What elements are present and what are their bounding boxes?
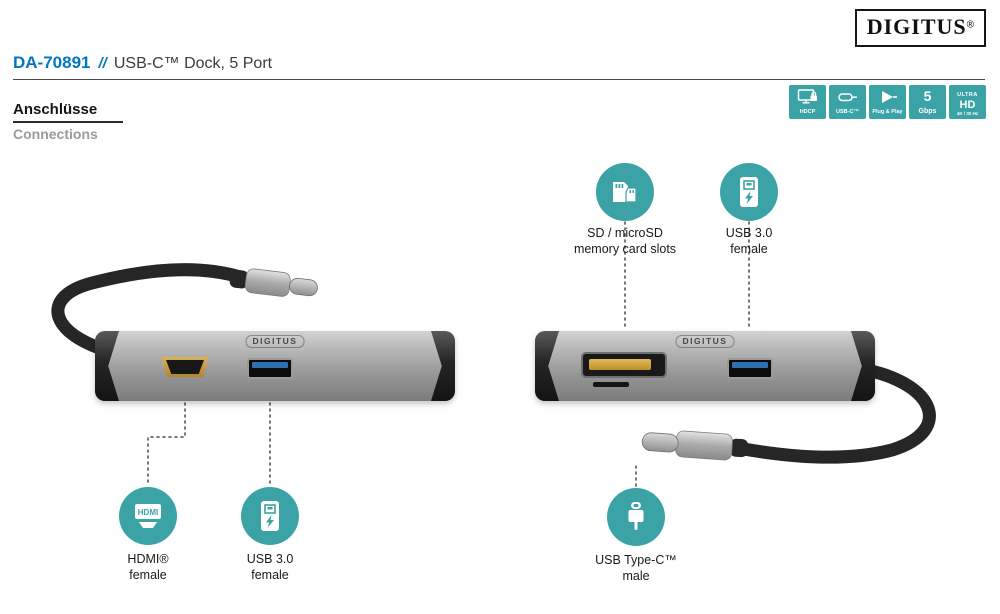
badge-value-top: ULTRA bbox=[957, 91, 978, 98]
feature-badges: HDCP USB-C™ Plug & Play 5 bbox=[789, 85, 986, 119]
end-cap bbox=[535, 331, 559, 401]
title-separator: // bbox=[98, 55, 107, 72]
callout-usb-c-male bbox=[607, 488, 665, 546]
sd-card-edge bbox=[589, 359, 651, 370]
badge-label: HDCP bbox=[799, 109, 816, 116]
title-divider bbox=[13, 79, 985, 80]
etched-brand-logo: DIGITUS bbox=[245, 335, 305, 348]
badge-label: Plug & Play bbox=[872, 109, 903, 116]
badge-value-mid: HD bbox=[959, 98, 976, 111]
usb3-port bbox=[727, 358, 773, 379]
callout-label-usb-c-male: USB Type-C™ male bbox=[595, 553, 677, 584]
end-cap bbox=[851, 331, 875, 401]
usb-c-connector-left bbox=[229, 268, 318, 297]
usb-c-plug-side-icon bbox=[837, 85, 859, 109]
section-heading-en: Connections bbox=[13, 126, 98, 142]
badge-5gbps: 5 Gbps bbox=[909, 85, 946, 119]
svg-text:HDMI: HDMI bbox=[138, 508, 158, 517]
callout-label-usb3-female-right: USB 3.0 female bbox=[725, 226, 773, 257]
product-name: USB-C™ Dock, 5 Port bbox=[113, 55, 273, 72]
usb3-port bbox=[247, 358, 293, 379]
dock-photo-left: DIGITUS bbox=[95, 331, 455, 401]
usb3-port-icon bbox=[740, 177, 758, 207]
sd-card-slot bbox=[581, 352, 667, 378]
registered-mark: ® bbox=[966, 19, 974, 31]
callout-label-usb3-female-left: USB 3.0 female bbox=[246, 552, 294, 583]
hdmi-port-opening bbox=[166, 360, 204, 374]
hdmi-female-icon: HDMI bbox=[135, 504, 161, 528]
section-heading-de: Anschlüsse bbox=[13, 101, 124, 123]
callout-usb3-female-right bbox=[720, 163, 778, 221]
badge-ultra-hd: ULTRA HD 4K / 30 Hz bbox=[949, 85, 986, 119]
leader-hdmi bbox=[147, 402, 186, 486]
callout-hdmi-female: HDMI bbox=[119, 487, 177, 545]
product-code: DA-70891 bbox=[13, 53, 91, 72]
usb-c-connector-icon bbox=[628, 502, 644, 530]
brand-name: DIGITUS bbox=[866, 14, 967, 39]
hdmi-port bbox=[161, 357, 209, 377]
usb-tongue bbox=[732, 362, 768, 368]
microsd-card-slot bbox=[593, 382, 629, 387]
callout-usb3-female-left bbox=[241, 487, 299, 545]
badge-label: Gbps bbox=[918, 107, 937, 115]
badge-value: 5 bbox=[923, 88, 932, 105]
badge-usb-c: USB-C™ bbox=[829, 85, 866, 119]
play-arrow-icon bbox=[878, 85, 898, 109]
usb3-port-icon bbox=[261, 501, 279, 531]
badge-label: USB-C™ bbox=[836, 109, 859, 116]
digitus-brand-logo: DIGITUS® bbox=[854, 9, 986, 47]
badge-hdcp: HDCP bbox=[789, 85, 826, 119]
usb-tongue bbox=[252, 362, 288, 368]
badge-label: 4K / 30 Hz bbox=[956, 110, 979, 116]
callout-label-hdmi-female: HDMI® female bbox=[127, 552, 169, 583]
end-cap bbox=[95, 331, 119, 401]
badge-plug-play: Plug & Play bbox=[869, 85, 906, 119]
dock-photo-right: DIGITUS bbox=[535, 331, 875, 401]
product-title: DA-70891 // USB-C™ Dock, 5 Port bbox=[13, 53, 272, 73]
speed-5-icon: 5 bbox=[924, 85, 932, 108]
etched-brand-logo: DIGITUS bbox=[675, 335, 735, 348]
hdcp-monitor-lock-icon bbox=[797, 85, 819, 109]
sd-microsd-card-icon bbox=[613, 182, 637, 203]
callout-sd-microsd bbox=[596, 163, 654, 221]
end-cap bbox=[431, 331, 455, 401]
usb-c-connector-right bbox=[641, 430, 749, 461]
